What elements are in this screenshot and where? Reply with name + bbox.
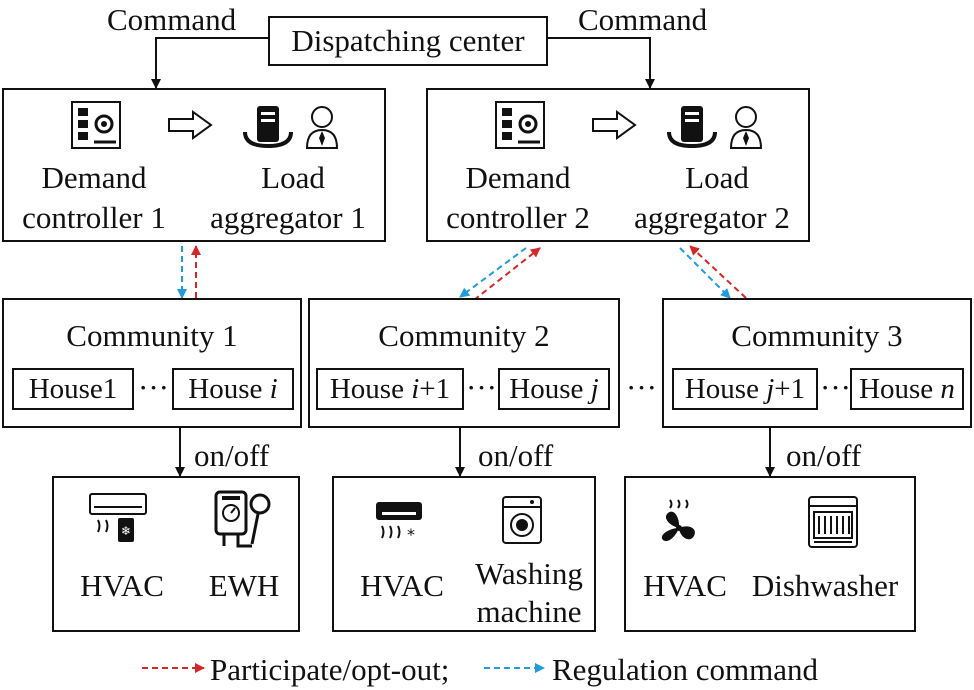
water-heater-icon xyxy=(214,490,271,548)
dishwasher-icon xyxy=(808,496,858,548)
load-aggregator-label-1b: aggregator 1 xyxy=(210,200,366,235)
onoff-label-2: on/off xyxy=(478,438,554,473)
air-conditioner-icon: * xyxy=(376,502,422,544)
command-arrow-right xyxy=(548,37,655,89)
command-label-right: Command xyxy=(578,2,708,37)
ellipsis: ··· xyxy=(820,370,851,405)
regulation-arrow-3 xyxy=(679,247,731,299)
load-aggregator-label-2a: Load xyxy=(685,160,749,195)
community-box-1: Community 1 House 1 ··· House i xyxy=(2,298,302,428)
air-conditioner-icon: ❄ xyxy=(89,493,147,542)
ellipsis: ··· xyxy=(138,370,169,405)
dispatching-center-label: Dispatching center xyxy=(291,23,525,58)
server-icon xyxy=(667,106,717,149)
demand-controller-label-1a: Demand xyxy=(41,160,147,195)
person-icon xyxy=(729,106,763,149)
house-box: House 1 xyxy=(12,368,134,410)
appliance-box-2: * HVAC Washing machine xyxy=(332,476,596,632)
demand-controller-label-2b: controller 2 xyxy=(446,200,590,235)
right-arrow-icon xyxy=(168,110,213,140)
fan-icon xyxy=(661,499,695,542)
ellipsis: ··· xyxy=(466,370,497,405)
svg-text:*: * xyxy=(407,525,415,544)
demand-controller-label-2a: Demand xyxy=(465,160,571,195)
svg-text:❄: ❄ xyxy=(121,524,131,538)
community-label-2: Community 2 xyxy=(378,318,550,353)
appliance-label-washing-b: machine xyxy=(476,594,582,629)
person-icon xyxy=(305,106,339,149)
participate-arrow-3 xyxy=(689,245,747,299)
controller-box-2: Demand controller 2 Load aggregator 2 xyxy=(426,88,810,242)
regulation-arrow-2 xyxy=(459,247,527,298)
controller-box-1: Demand controller 1 Load aggregator 1 xyxy=(2,88,386,242)
appliance-label-hvac-1: HVAC xyxy=(80,568,164,603)
appliance-label-hvac-3: HVAC xyxy=(643,568,727,603)
command-arrow-left xyxy=(151,37,268,89)
community-box-3: Community 3 House j+1 ··· House n xyxy=(662,298,972,428)
house-box: House n xyxy=(850,368,964,410)
demand-controller-icon xyxy=(71,101,121,149)
house-box: House i+1 xyxy=(316,368,464,410)
server-icon xyxy=(243,106,293,149)
legend-participate-label: Participate/opt-out; xyxy=(210,652,450,687)
demand-controller-icon xyxy=(495,101,545,149)
onoff-label-1: on/off xyxy=(194,438,270,473)
legend-regulation-label: Regulation command xyxy=(552,652,819,687)
appliance-label-washing-a: Washing xyxy=(475,556,583,591)
dispatching-center-box: Dispatching center xyxy=(268,16,548,66)
demand-controller-label-1b: controller 1 xyxy=(22,200,166,235)
washing-machine-icon xyxy=(502,496,542,544)
community-label-1: Community 1 xyxy=(66,318,238,353)
participate-arrow-2 xyxy=(473,247,541,301)
ellipsis-between-communities: ··· xyxy=(626,370,657,405)
appliance-label-dishwasher: Dishwasher xyxy=(751,568,899,603)
community-box-2: Community 2 House i+1 ··· House j xyxy=(308,298,620,428)
appliance-box-3: HVAC Dishwasher xyxy=(624,476,916,632)
command-label-left: Command xyxy=(107,2,237,37)
appliance-label-hvac-2: HVAC xyxy=(360,568,444,603)
appliance-label-ewh: EWH xyxy=(208,568,280,603)
load-aggregator-label-1a: Load xyxy=(261,160,325,195)
onoff-label-3: on/off xyxy=(786,438,862,473)
house-box: House j xyxy=(498,368,610,410)
community-label-3: Community 3 xyxy=(731,318,903,353)
right-arrow-icon xyxy=(592,110,637,140)
load-aggregator-label-2b: aggregator 2 xyxy=(634,200,790,235)
house-box: House j+1 xyxy=(672,368,818,410)
house-box: House i xyxy=(172,368,294,410)
appliance-box-1: ❄ HVAC EWH xyxy=(52,476,300,632)
